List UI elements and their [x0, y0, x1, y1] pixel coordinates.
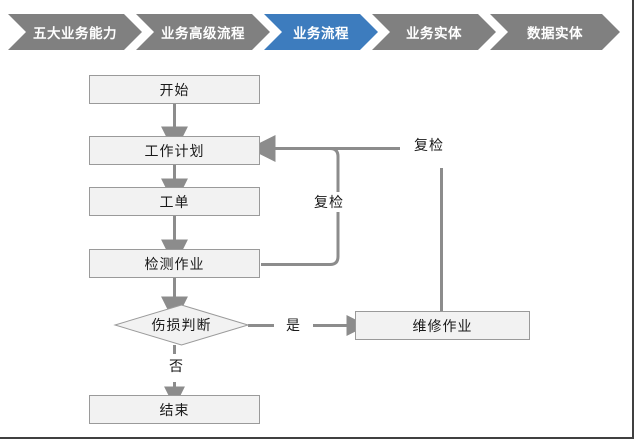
node-start-label: 开始	[159, 81, 190, 98]
breadcrumb-item-4-label: 业务实体	[406, 26, 462, 41]
node-work-plan-label: 工作计划	[144, 142, 205, 159]
breadcrumb-item-3-label: 业务流程	[293, 26, 349, 41]
edge-label-recheck-outer-text: 复检	[414, 137, 444, 153]
edge-label-yes: 是	[283, 315, 304, 335]
node-damage-decision-label: 伤损判断	[151, 317, 212, 333]
edge-label-no-text: 否	[169, 358, 184, 374]
node-end[interactable]: 结束	[89, 395, 260, 424]
breadcrumb-item-1-label: 五大业务能力	[33, 26, 117, 41]
node-work-plan[interactable]: 工作计划	[89, 136, 260, 165]
edge-label-recheck-inner-text: 复检	[314, 194, 344, 210]
edge-label-yes-text: 是	[286, 317, 301, 333]
edge-label-recheck-inner: 复检	[311, 192, 347, 212]
node-work-order-label: 工单	[159, 193, 190, 210]
node-inspection[interactable]: 检测作业	[89, 249, 260, 278]
node-repair[interactable]: 维修作业	[355, 311, 530, 340]
edge-label-recheck-outer: 复检	[411, 135, 447, 155]
node-start[interactable]: 开始	[89, 75, 260, 104]
breadcrumb-item-2[interactable]: 业务高级流程	[136, 14, 270, 50]
breadcrumb: 五大业务能力 业务高级流程 业务流程 业务实体 数据实体	[0, 14, 634, 50]
breadcrumb-item-5[interactable]: 数据实体	[490, 14, 620, 50]
node-damage-decision[interactable]: 伤损判断	[115, 305, 248, 345]
edge-label-no: 否	[166, 356, 187, 376]
node-inspection-label: 检测作业	[144, 255, 205, 272]
breadcrumb-item-4[interactable]: 业务实体	[372, 14, 496, 50]
flowchart-canvas: 开始 工作计划 工单 检测作业 维修作业 结束 伤损判断 复检 复检 是 否	[0, 56, 632, 437]
breadcrumb-item-2-label: 业务高级流程	[161, 26, 245, 41]
flowchart-connectors	[113, 104, 443, 408]
node-end-label: 结束	[159, 401, 190, 418]
node-work-order[interactable]: 工单	[89, 187, 260, 216]
breadcrumb-item-3-active[interactable]: 业务流程	[264, 14, 378, 50]
breadcrumb-item-1[interactable]: 五大业务能力	[8, 14, 142, 50]
node-repair-label: 维修作业	[412, 317, 473, 334]
breadcrumb-item-5-label: 数据实体	[527, 26, 583, 41]
decision-diamond-shape	[113, 304, 250, 346]
